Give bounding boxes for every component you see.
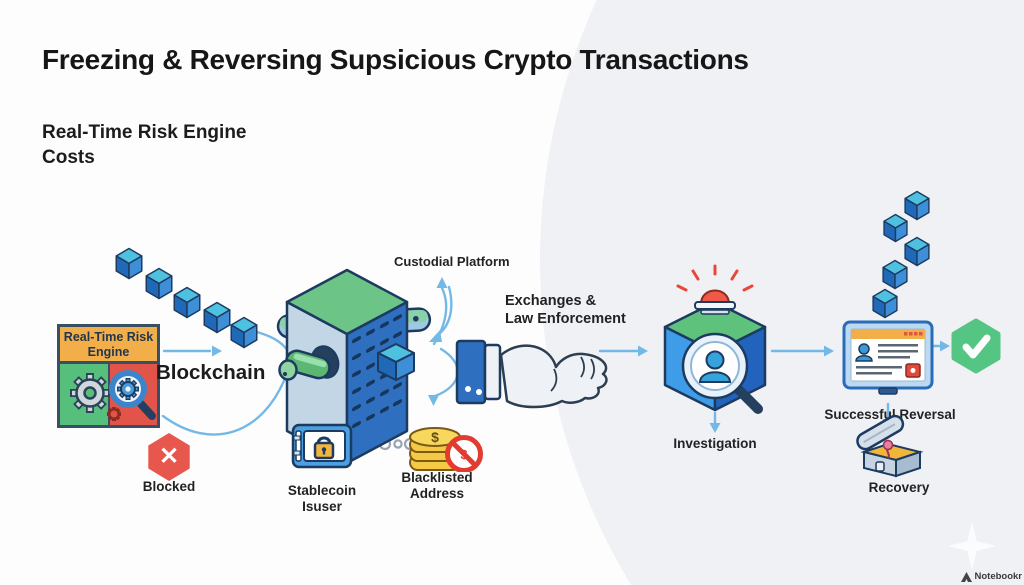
notebook-logo-icon bbox=[960, 571, 972, 582]
blockchain-cube-icon bbox=[882, 259, 908, 290]
vault-building-icon bbox=[276, 268, 432, 465]
magnifier-gear-icon bbox=[107, 370, 156, 421]
siren-icon bbox=[694, 289, 736, 315]
watermark: Notebookr bbox=[960, 571, 1023, 582]
browser-window-icon bbox=[842, 320, 934, 395]
blockchain-cube-icon bbox=[872, 288, 898, 319]
blockchain-label: Blockchain bbox=[156, 361, 266, 384]
dollar-glyph: $ bbox=[431, 429, 439, 445]
risk-engine-title: Real-Time Risk Engine bbox=[60, 327, 157, 364]
blockchain-cube-icon bbox=[904, 190, 930, 221]
open-hand-icon bbox=[455, 339, 608, 409]
risk-engine-node: Real-Time Risk Engine bbox=[57, 324, 160, 428]
treasure-chest-icon bbox=[856, 414, 924, 478]
page-subtitle: Real-Time Risk Engine Costs bbox=[42, 120, 247, 170]
blockchain-cube-icon bbox=[904, 236, 930, 267]
blockchain-cube-icon bbox=[203, 301, 231, 334]
vault-pipe bbox=[278, 349, 331, 381]
successful-reversal-label: Successful Reversal bbox=[824, 407, 956, 422]
exchanges-label: Exchanges & Law Enforcement bbox=[505, 293, 626, 327]
subtitle-line1: Real-Time Risk Engine bbox=[42, 122, 247, 143]
page-title: Freezing & Reversing Supsicious Crypto T… bbox=[42, 44, 749, 75]
small-cube bbox=[377, 343, 415, 381]
check-hexagon-icon bbox=[950, 318, 1002, 374]
gear-icon bbox=[70, 373, 110, 413]
x-glyph: ✕ bbox=[158, 443, 180, 470]
blockchain-cube-icon bbox=[115, 247, 143, 280]
magnifier-person-icon bbox=[681, 332, 763, 414]
alert-cube-magnifier-icon bbox=[663, 264, 767, 414]
blockchain-cube-icon bbox=[883, 213, 908, 243]
blockchain-cube-icon bbox=[173, 286, 201, 319]
blacklisted-address-label: Blacklisted Address bbox=[401, 470, 473, 501]
blockchain-cube-icon bbox=[145, 267, 173, 300]
blockchain-cube-icon bbox=[230, 316, 258, 349]
alert-rays bbox=[676, 264, 754, 292]
watermark-text: Notebookr bbox=[974, 571, 1023, 582]
subtitle-line2: Costs bbox=[42, 147, 95, 168]
custodial-platform-label: Custodial Platform bbox=[394, 254, 510, 269]
recovery-label: Recovery bbox=[868, 480, 930, 495]
blocked-label: Blocked bbox=[142, 479, 196, 494]
coin-stack-prohibited-icon: $ $ bbox=[409, 427, 483, 472]
stablecoin-issuer-label: Stablecoin Isuser bbox=[287, 483, 357, 514]
background-shape bbox=[540, 0, 1024, 585]
investigation-label: Investigation bbox=[673, 436, 757, 451]
locked-safe-icon bbox=[291, 423, 353, 469]
